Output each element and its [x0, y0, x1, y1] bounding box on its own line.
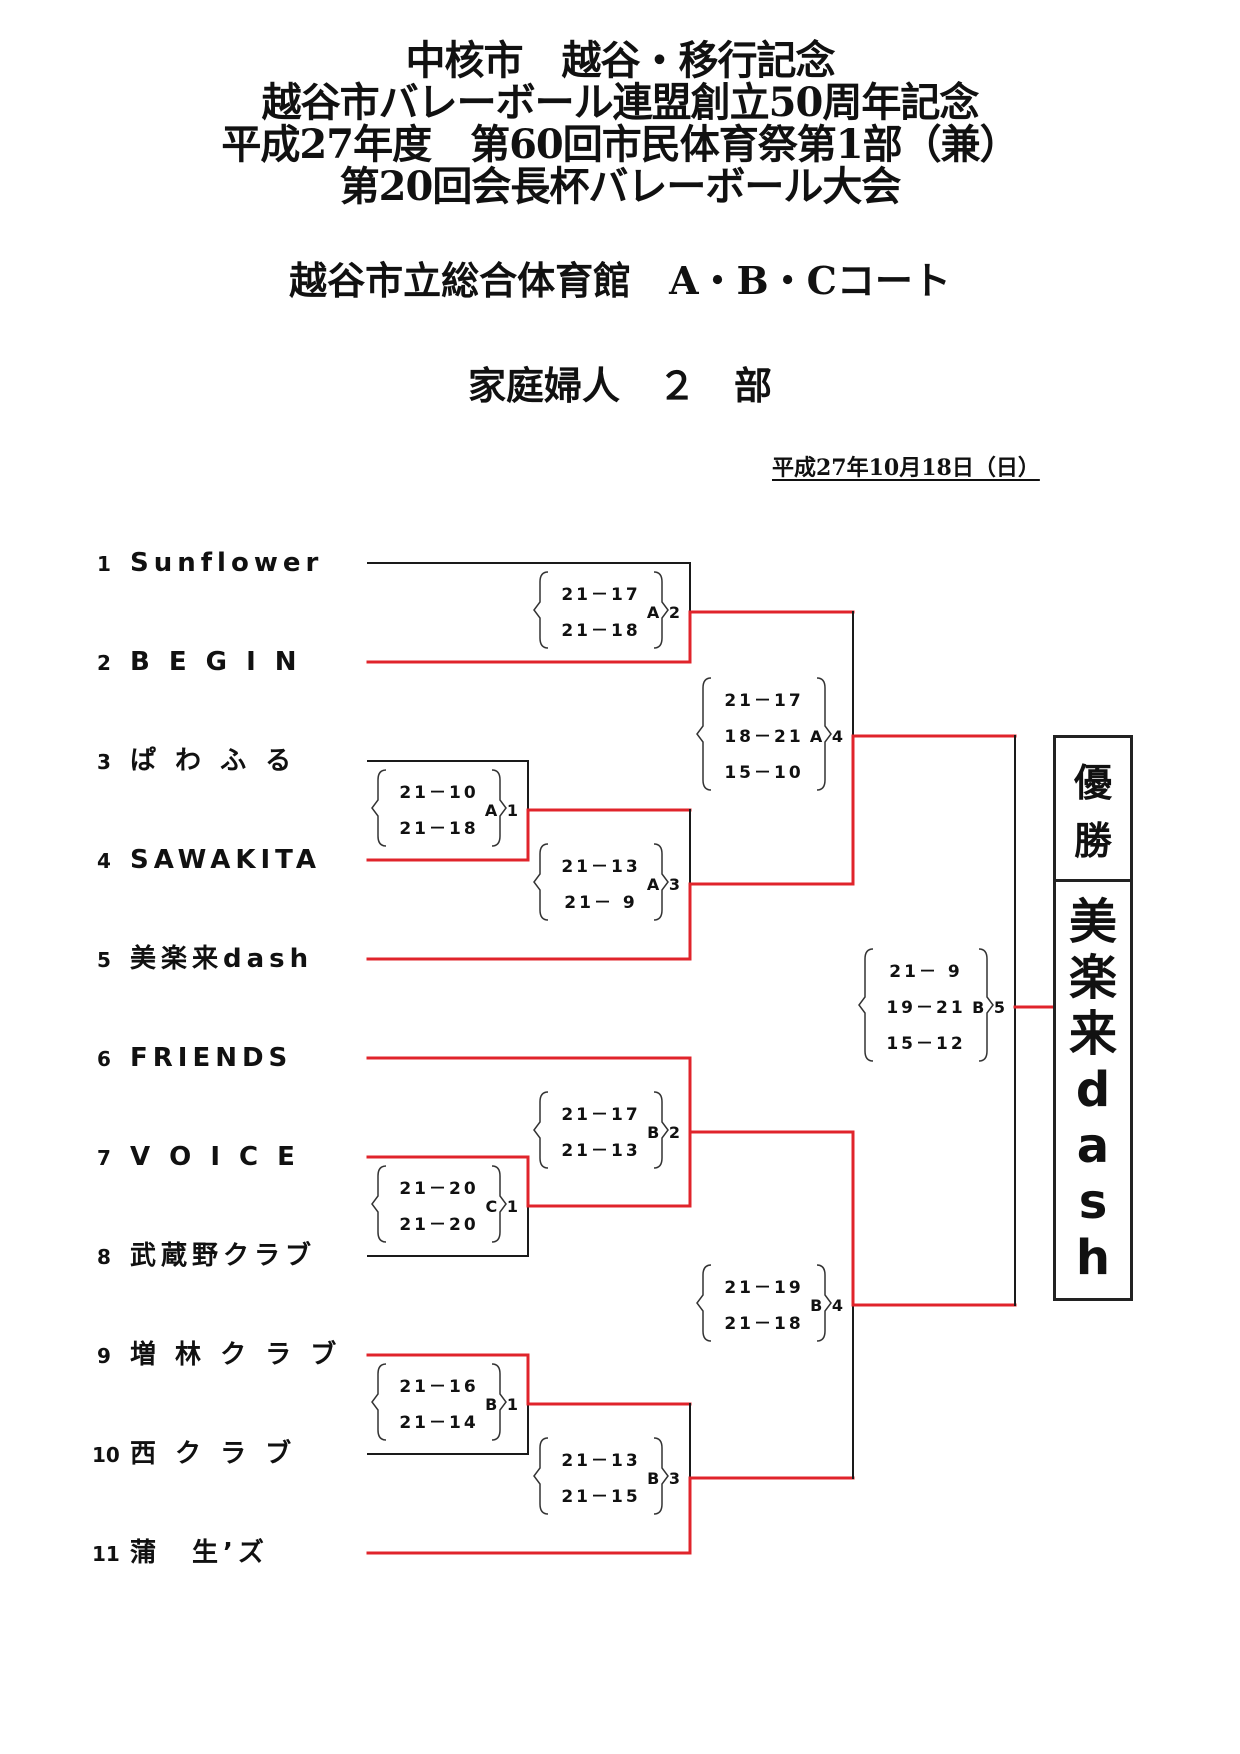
score-brace-right [816, 1264, 832, 1342]
match-score: 21－13 [561, 857, 640, 877]
team-name: 美楽来dash [130, 943, 313, 974]
match-score: 21－15 [561, 1487, 640, 1507]
team-seed-number: 8 [97, 1245, 111, 1269]
match-score: 21－20 [399, 1179, 478, 1199]
score-brace-left [533, 571, 549, 649]
match-score: 21－18 [561, 621, 640, 641]
champion-heading-char: 勝 [1073, 818, 1112, 864]
team-name: B E G I N [130, 647, 302, 677]
match-label: B 3 [647, 1469, 682, 1488]
champion-box: 優 勝 美 楽 来 d a s h [1053, 735, 1133, 1301]
score-brace-right [653, 843, 669, 921]
match-label: A 2 [647, 603, 682, 622]
match-score: 18－21 [724, 727, 803, 747]
score-brace-right [653, 571, 669, 649]
match-label: A 1 [485, 801, 520, 820]
match-score: 21－ 9 [889, 962, 962, 982]
team-name: V O I C E [130, 1142, 300, 1172]
match-score: 21－10 [399, 783, 478, 803]
champion-name-char: 美 [1068, 894, 1117, 950]
title-line-3: 平成27年度 第60回市民体育祭第1部（兼） [221, 121, 1019, 168]
title-line-1: 中核市 越谷・移行記念 [405, 37, 836, 84]
match-score: 21－16 [399, 1377, 478, 1397]
score-brace-left [533, 843, 549, 921]
match-score: 15－12 [886, 1034, 965, 1054]
score-brace-left [858, 948, 874, 1062]
team-seed-number: 10 [92, 1443, 120, 1467]
division-heading: 家庭婦人 ２ 部 [467, 363, 772, 408]
match-label: A 3 [647, 875, 682, 894]
score-brace-right [816, 677, 832, 791]
score-brace-right [491, 1165, 507, 1243]
match-score: 21－14 [399, 1413, 478, 1433]
score-brace-right [653, 1437, 669, 1515]
score-brace-left [696, 677, 712, 791]
score-brace-right [653, 1091, 669, 1169]
score-brace-right [491, 769, 507, 847]
title-line-2: 越谷市バレーボール連盟創立50周年記念 [261, 79, 980, 126]
team-name: FRIENDS [130, 1043, 292, 1073]
champion-name: 美 楽 来 d a s h [1056, 882, 1130, 1286]
score-brace-left [696, 1264, 712, 1342]
team-name: 蒲 生’ズ [130, 1537, 269, 1568]
match-score: 21－19 [724, 1278, 803, 1298]
team-seed-number: 11 [92, 1542, 120, 1566]
match-label: B 2 [647, 1123, 682, 1142]
match-score: 21－18 [724, 1314, 803, 1334]
champion-heading-char: 優 [1073, 759, 1112, 805]
team-name: SAWAKITA [130, 845, 321, 875]
match-label: A 4 [810, 727, 845, 746]
team-name: 武蔵野クラブ [130, 1240, 316, 1271]
match-score: 21－13 [561, 1451, 640, 1471]
champion-name-char: d [1075, 1062, 1111, 1118]
team-seed-number: 6 [97, 1047, 111, 1071]
champion-name-char: h [1075, 1230, 1111, 1286]
champion-heading: 優 勝 [1056, 738, 1130, 882]
score-brace-right [491, 1363, 507, 1441]
tournament-title: 中核市 越谷・移行記念 越谷市バレーボール連盟創立50周年記念 平成27年度 第… [0, 40, 1240, 208]
team-name: 増 林 ク ラ ブ [130, 1339, 341, 1370]
team-seed-number: 2 [97, 651, 111, 675]
champion-name-char: s [1078, 1174, 1108, 1230]
team-seed-number: 5 [97, 948, 111, 972]
match-score: 21－20 [399, 1215, 478, 1235]
match-score: 21－17 [561, 1105, 640, 1125]
match-label: B 4 [810, 1296, 845, 1315]
champion-name-char: 来 [1068, 1006, 1117, 1062]
match-label: B 5 [972, 998, 1007, 1017]
team-seed-number: 1 [97, 552, 111, 576]
match-label: C 1 [486, 1197, 520, 1216]
event-date: 平成27年10月18日（日） [772, 455, 1040, 481]
score-brace-left [371, 1165, 387, 1243]
score-brace-left [533, 1437, 549, 1515]
champion-name-char: a [1076, 1118, 1110, 1174]
team-seed-number: 4 [97, 849, 111, 873]
team-name: ぱ わ ふ る [130, 746, 296, 776]
team-seed-number: 3 [97, 750, 111, 774]
match-label: B 1 [485, 1395, 520, 1414]
score-brace-left [533, 1091, 549, 1169]
title-line-4: 第20回会長杯バレーボール大会 [339, 163, 902, 210]
team-name: Sunflower [130, 548, 323, 578]
venue-heading: 越谷市立総合体育館 A・B・Cコート [289, 258, 951, 303]
match-score: 21－13 [561, 1141, 640, 1161]
match-score: 21－17 [724, 691, 803, 711]
match-score: 19－21 [886, 998, 965, 1018]
champion-name-char: 楽 [1068, 950, 1117, 1006]
team-seed-number: 7 [97, 1146, 111, 1170]
team-name: 西 ク ラ ブ [130, 1438, 296, 1469]
score-brace-left [371, 769, 387, 847]
score-brace-left [371, 1363, 387, 1441]
match-score: 21－18 [399, 819, 478, 839]
team-seed-number: 9 [97, 1344, 111, 1368]
match-score: 21－ 9 [564, 893, 637, 913]
match-score: 21－17 [561, 585, 640, 605]
match-score: 15－10 [724, 763, 803, 783]
score-brace-right [978, 948, 994, 1062]
